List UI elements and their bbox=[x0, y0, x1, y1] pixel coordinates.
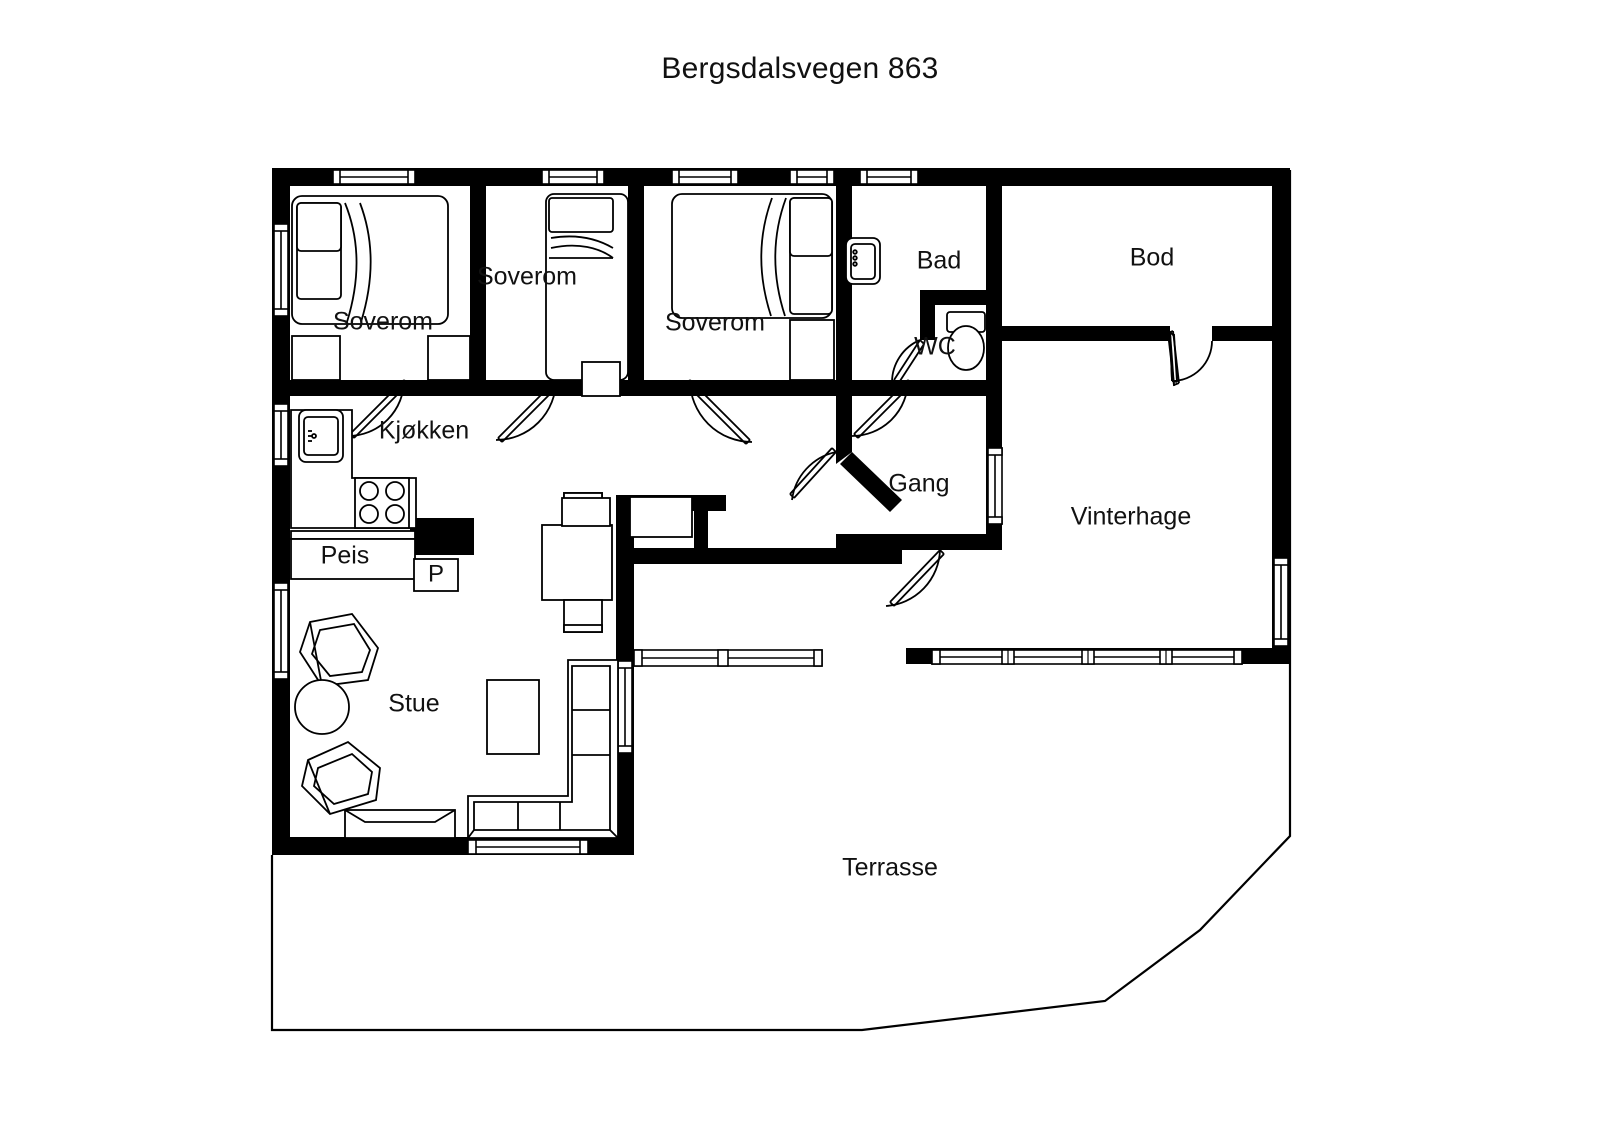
toilet-wc bbox=[946, 311, 986, 371]
door-bod-leaf bbox=[1167, 330, 1180, 386]
window-left-2 bbox=[273, 403, 289, 467]
room-label-terrasse: Terrasse bbox=[842, 854, 938, 882]
room-label-wc: WC bbox=[914, 333, 956, 361]
window-left-3 bbox=[273, 582, 289, 680]
fixture-labels: Peis P bbox=[321, 542, 444, 588]
fireplace-peis bbox=[290, 530, 416, 580]
armchair-lower bbox=[301, 740, 381, 816]
sofa-sectional bbox=[467, 659, 619, 839]
window-top-4 bbox=[789, 169, 835, 185]
sliding-door-stue-bottom bbox=[467, 839, 589, 855]
door-gang-upper bbox=[789, 447, 837, 501]
fixture-label-peis: Peis bbox=[321, 542, 370, 570]
door-bad bbox=[851, 379, 913, 439]
nightstand-soverom-1-left bbox=[291, 335, 341, 381]
door-wc bbox=[891, 339, 925, 385]
room-label-soverom-2: Soverom bbox=[477, 263, 577, 291]
terrace-outline bbox=[270, 170, 1292, 1032]
door-soverom-1 bbox=[347, 379, 409, 439]
dining-table bbox=[541, 524, 613, 601]
windows bbox=[273, 169, 1289, 855]
tv-unit-top bbox=[561, 497, 611, 527]
room-label-soverom-3: Soverom bbox=[665, 309, 765, 337]
room-label-soverom-1: Soverom bbox=[333, 308, 433, 336]
bed-soverom-3 bbox=[671, 193, 833, 319]
doors bbox=[347, 330, 1213, 607]
sliding-door-dining bbox=[633, 649, 823, 667]
tv-bench bbox=[344, 809, 456, 839]
window-top-2 bbox=[541, 169, 605, 185]
window-gang-right bbox=[987, 447, 1003, 525]
counter-dining-nook bbox=[629, 496, 693, 538]
door-gang-bottom bbox=[885, 549, 945, 607]
window-vinterhage-right bbox=[1273, 557, 1289, 647]
coffee-table bbox=[486, 679, 540, 755]
armchair-upper bbox=[299, 613, 379, 687]
wardrobe-soverom-3 bbox=[789, 319, 835, 381]
room-label-gang: Gang bbox=[888, 470, 949, 498]
kitchen-sink bbox=[298, 409, 344, 463]
gang-angled-walls bbox=[836, 386, 1002, 550]
room-label-stue: Stue bbox=[388, 690, 439, 718]
nightstand-soverom-2 bbox=[581, 361, 621, 397]
window-top-1 bbox=[332, 169, 416, 185]
dining-chair-bottom bbox=[563, 599, 603, 633]
window-top-5 bbox=[859, 169, 919, 185]
window-left-1 bbox=[273, 223, 289, 317]
room-label-kjokken: Kjøkken bbox=[379, 417, 469, 445]
nightstand-soverom-1-right bbox=[427, 335, 471, 381]
kitchen-cooktop bbox=[354, 477, 410, 529]
door-soverom-2 bbox=[495, 379, 561, 443]
page-title: Bergsdalsvegen 863 bbox=[661, 52, 939, 85]
fixture-label-parking: P bbox=[428, 560, 444, 587]
room-label-vinterhage: Vinterhage bbox=[1071, 503, 1191, 531]
sliding-door-vinterhage bbox=[931, 649, 1243, 665]
furniture bbox=[290, 193, 986, 839]
bed-soverom-2 bbox=[545, 193, 629, 381]
window-top-3 bbox=[671, 169, 739, 185]
room-label-bod: Bod bbox=[1130, 244, 1174, 272]
side-table-round bbox=[294, 679, 350, 735]
door-soverom-3 bbox=[685, 379, 753, 445]
window-stue-right bbox=[617, 660, 633, 754]
bed-soverom-1 bbox=[291, 195, 449, 325]
room-label-bad: Bad bbox=[917, 247, 961, 275]
p-marker-box bbox=[413, 558, 459, 592]
sink-bad bbox=[845, 237, 881, 285]
room-labels: Soverom Soverom Soverom Bad WC Bod Vinte… bbox=[333, 244, 1191, 882]
